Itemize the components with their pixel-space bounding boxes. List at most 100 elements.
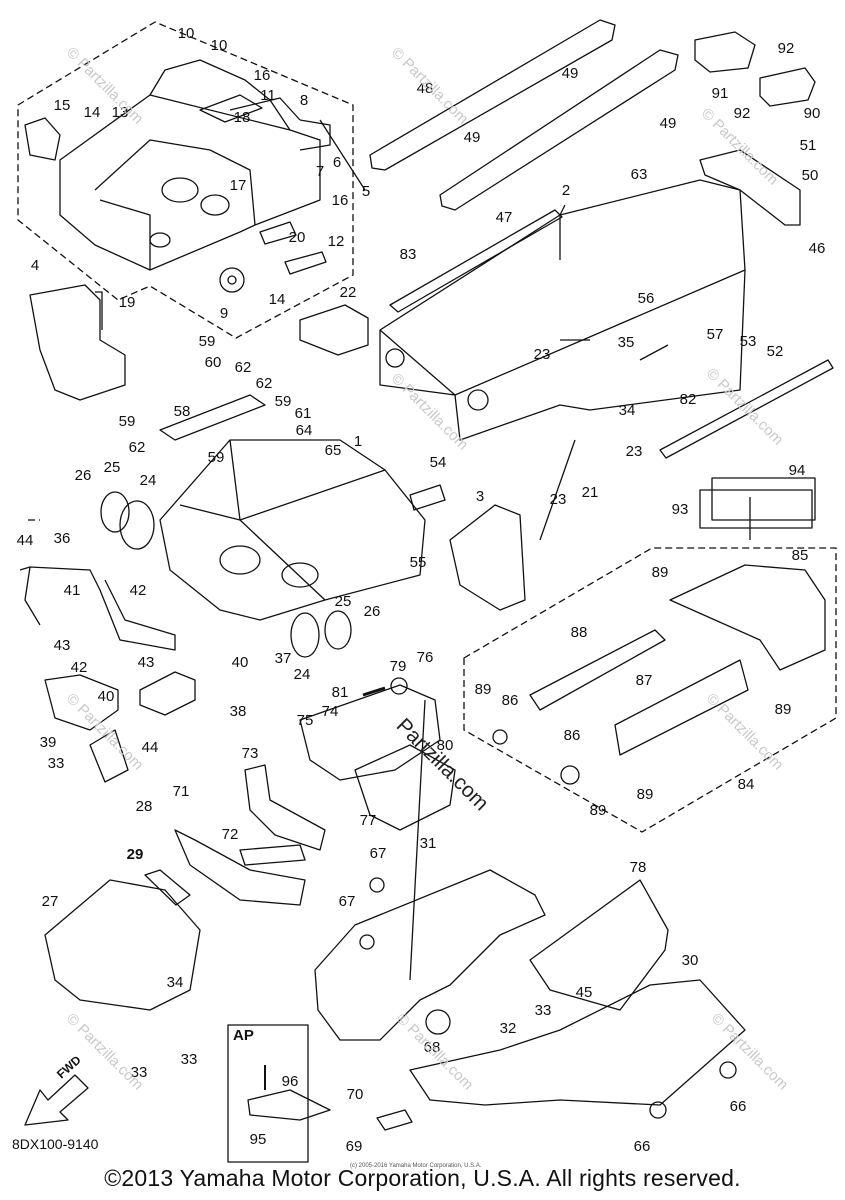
part-callout-15: 15 — [54, 97, 71, 114]
part-callout-59b: 59 — [275, 393, 292, 410]
part-callout-43b: 43 — [138, 654, 155, 671]
part-callout-75: 75 — [297, 712, 314, 729]
part-callout-62c: 62 — [129, 439, 146, 456]
part-callout-30: 30 — [682, 952, 699, 969]
part-callout-23c: 23 — [550, 491, 567, 508]
part-callout-34a: 34 — [619, 402, 636, 419]
bracket-22 — [299, 304, 369, 356]
part-callout-58: 58 — [174, 403, 191, 420]
ring-68 — [425, 1009, 451, 1035]
part-callout-60: 60 — [205, 354, 222, 371]
part-callout-21: 21 — [582, 484, 599, 501]
plate-54 — [409, 484, 446, 511]
part-callout-85: 85 — [792, 547, 809, 564]
part-callout-5: 5 — [362, 183, 370, 200]
part-callout-76: 76 — [417, 649, 434, 666]
part-callout-46: 46 — [809, 240, 826, 257]
part-callout-9: 9 — [220, 305, 228, 322]
part-callout-7: 7 — [316, 163, 324, 180]
footrest-90 — [759, 67, 816, 107]
part-callout-22: 22 — [340, 284, 357, 301]
part-callout-33a: 33 — [48, 755, 65, 772]
part-callout-19: 19 — [119, 294, 136, 311]
part-callout-14b: 14 — [269, 291, 286, 308]
part-callout-18: 18 — [234, 109, 251, 126]
part-callout-80: 80 — [437, 737, 454, 754]
plate-94 — [711, 477, 816, 521]
bracket-50 — [699, 149, 801, 226]
panel-71 — [174, 829, 306, 906]
part-callout-43a: 43 — [54, 637, 71, 654]
front-suspension-frame — [24, 59, 331, 293]
part-callout-81: 81 — [332, 684, 349, 701]
bracket-38 — [139, 671, 196, 716]
part-callout-52: 52 — [767, 343, 784, 360]
part-callout-72: 72 — [222, 826, 239, 843]
part-callout-11: 11 — [260, 87, 276, 104]
part-callout-89d: 89 — [637, 786, 654, 803]
part-callout-20: 20 — [289, 229, 306, 246]
cowl-27 — [44, 879, 201, 1011]
part-callout-47: 47 — [496, 209, 513, 226]
part-callout-26b: 26 — [364, 603, 381, 620]
bracket-4 — [29, 284, 126, 401]
part-callout-33c: 33 — [131, 1064, 148, 1081]
plate-88 — [529, 629, 666, 711]
ring-25-right — [324, 610, 352, 650]
part-callout-86a: 86 — [502, 692, 519, 709]
part-callout-34b: 34 — [167, 974, 184, 991]
part-callout-93: 93 — [672, 501, 689, 518]
part-callout-70: 70 — [347, 1086, 364, 1103]
panel-75 — [299, 684, 441, 781]
plug-66-b — [719, 1061, 737, 1079]
part-callout-89b: 89 — [475, 681, 492, 698]
part-callout-67a: 67 — [370, 845, 387, 862]
part-callout-66a: 66 — [730, 1098, 747, 1115]
rail-47 — [439, 49, 679, 211]
part-callout-41: 41 — [64, 582, 81, 599]
part-callout-68: 68 — [424, 1039, 441, 1056]
part-callout-67b: 67 — [339, 893, 356, 910]
strip-83 — [389, 209, 563, 313]
part-callout-12: 12 — [328, 233, 345, 250]
part-callout-65: 65 — [325, 442, 342, 459]
part-callout-89c: 89 — [775, 701, 792, 718]
part-callout-62b: 62 — [256, 375, 273, 392]
diagram-code: 8DX100-9140 — [12, 1136, 99, 1152]
part-callout-56: 56 — [638, 290, 655, 307]
upper-left-assembly-box — [17, 21, 354, 339]
part-callout-16a: 16 — [254, 67, 271, 84]
part-callout-32: 32 — [500, 1020, 517, 1037]
plug-67-a — [369, 877, 385, 893]
part-callout-3: 3 — [476, 488, 484, 505]
part-callout-90: 90 — [804, 105, 821, 122]
boot-24-left — [119, 500, 155, 550]
clip-69 — [376, 1109, 413, 1131]
part-callout-13: 13 — [112, 104, 129, 121]
part-callout-25b: 25 — [335, 593, 352, 610]
panel-72 — [239, 844, 306, 866]
part-callout-53: 53 — [740, 333, 757, 350]
part-callout-37: 37 — [275, 650, 292, 667]
part-callout-62a: 62 — [235, 359, 252, 376]
bumper-36 — [19, 566, 176, 651]
part-callout-50: 50 — [802, 167, 819, 184]
part-callout-77: 77 — [360, 812, 377, 829]
part-callout-95: 95 — [250, 1131, 267, 1148]
part-callout-48: 48 — [417, 80, 434, 97]
part-callout-4: 4 — [31, 257, 39, 274]
part-callout-64: 64 — [296, 422, 313, 439]
part-callout-61: 61 — [295, 405, 312, 422]
part-callout-31: 31 — [420, 835, 437, 852]
plug-66-a — [649, 1101, 667, 1119]
part-callout-54: 54 — [430, 454, 447, 471]
bracket-39 — [44, 674, 119, 731]
part-callout-33d: 33 — [181, 1051, 198, 1068]
part-callout-82: 82 — [680, 391, 697, 408]
ring-25-left — [100, 491, 130, 533]
part-callout-87: 87 — [636, 672, 653, 689]
part-callout-33b: 33 — [535, 1002, 552, 1019]
part-callout-39: 39 — [40, 734, 57, 751]
